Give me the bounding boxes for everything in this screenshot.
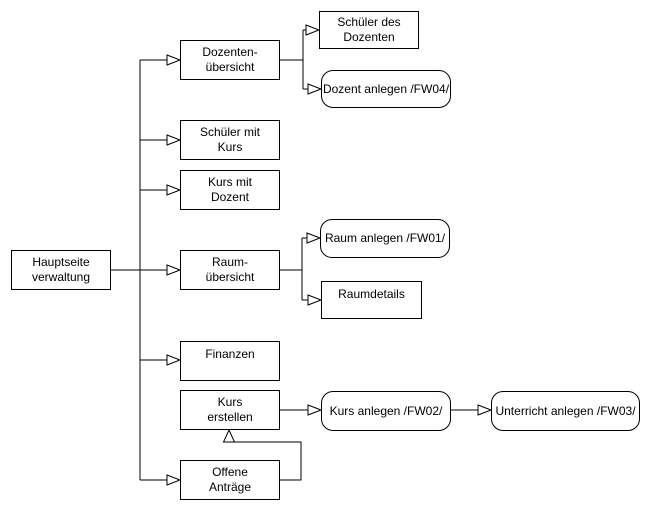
node-label: Hauptseite verwaltung	[31, 255, 91, 284]
arrowhead-offene-antraege	[166, 474, 182, 486]
node-label: Schüler des Dozenten	[337, 15, 401, 44]
node-raum-uebersicht: Raum- übersicht	[180, 250, 280, 290]
arrowhead-kurs-anlegen	[307, 404, 323, 416]
arrowhead-raum-anlegen	[306, 232, 322, 244]
node-raum-anlegen-fw01: Raum anlegen /FW01/	[320, 219, 450, 258]
node-label: Schüler mit Kurs	[199, 125, 261, 154]
arrowhead-kurs-mit-dozent	[166, 184, 182, 196]
node-label: Kurs erstellen	[207, 395, 253, 424]
edge-hauptseite-trunk	[111, 59, 167, 481]
node-label: Raum anlegen /FW01/	[324, 231, 446, 245]
node-label: Raumdetails	[338, 287, 405, 301]
node-label: Dozenten- übersicht	[202, 45, 258, 74]
node-label: Kurs mit Dozent	[207, 175, 252, 204]
arrowhead-finanzen	[166, 354, 182, 366]
arrowhead-schueler-des-dozenten	[305, 24, 321, 36]
node-label: Unterricht anlegen /FW03/	[495, 403, 636, 418]
node-unterricht-anlegen-fw03: Unterricht anlegen /FW03/	[491, 391, 640, 431]
arrowhead-dozenten-uebersicht	[166, 54, 182, 66]
edge-dozenten-fan	[280, 29, 308, 90]
node-label: Raum- übersicht	[205, 255, 255, 284]
arrowhead-dozent-anlegen	[307, 83, 323, 95]
node-offene-antraege: Offene Anträge	[180, 460, 280, 500]
node-label: Kurs anlegen /FW02/	[329, 403, 443, 418]
arrowhead-schueler-mit-kurs	[166, 134, 182, 146]
node-dozenten-uebersicht: Dozenten- übersicht	[180, 40, 280, 80]
node-raumdetails: Raumdetails	[321, 281, 422, 319]
node-hauptseite-verwaltung: Hauptseite verwaltung	[11, 250, 111, 290]
node-label: Finanzen	[205, 347, 255, 361]
arrowhead-unterricht-anlegen	[477, 404, 493, 416]
node-dozent-anlegen-fw04: Dozent anlegen /FW04/	[321, 70, 451, 108]
node-schueler-mit-kurs: Schüler mit Kurs	[180, 120, 280, 160]
edge-offene-to-kurs-erstellen	[234, 441, 302, 481]
node-schueler-des-dozenten: Schüler des Dozenten	[319, 11, 419, 49]
arrowhead-kurs-erstellen-up	[222, 428, 236, 443]
arrowhead-raum-uebersicht	[166, 264, 182, 276]
node-label: Dozent anlegen /FW04/	[322, 81, 450, 96]
node-kurs-erstellen: Kurs erstellen	[180, 390, 280, 430]
node-label: Offene Anträge	[208, 465, 252, 494]
node-kurs-mit-dozent: Kurs mit Dozent	[180, 170, 280, 210]
node-finanzen: Finanzen	[180, 341, 280, 381]
edge-raum-fan	[280, 237, 308, 301]
node-kurs-anlegen-fw02: Kurs anlegen /FW02/	[321, 391, 451, 431]
arrowhead-raumdetails	[307, 294, 323, 306]
